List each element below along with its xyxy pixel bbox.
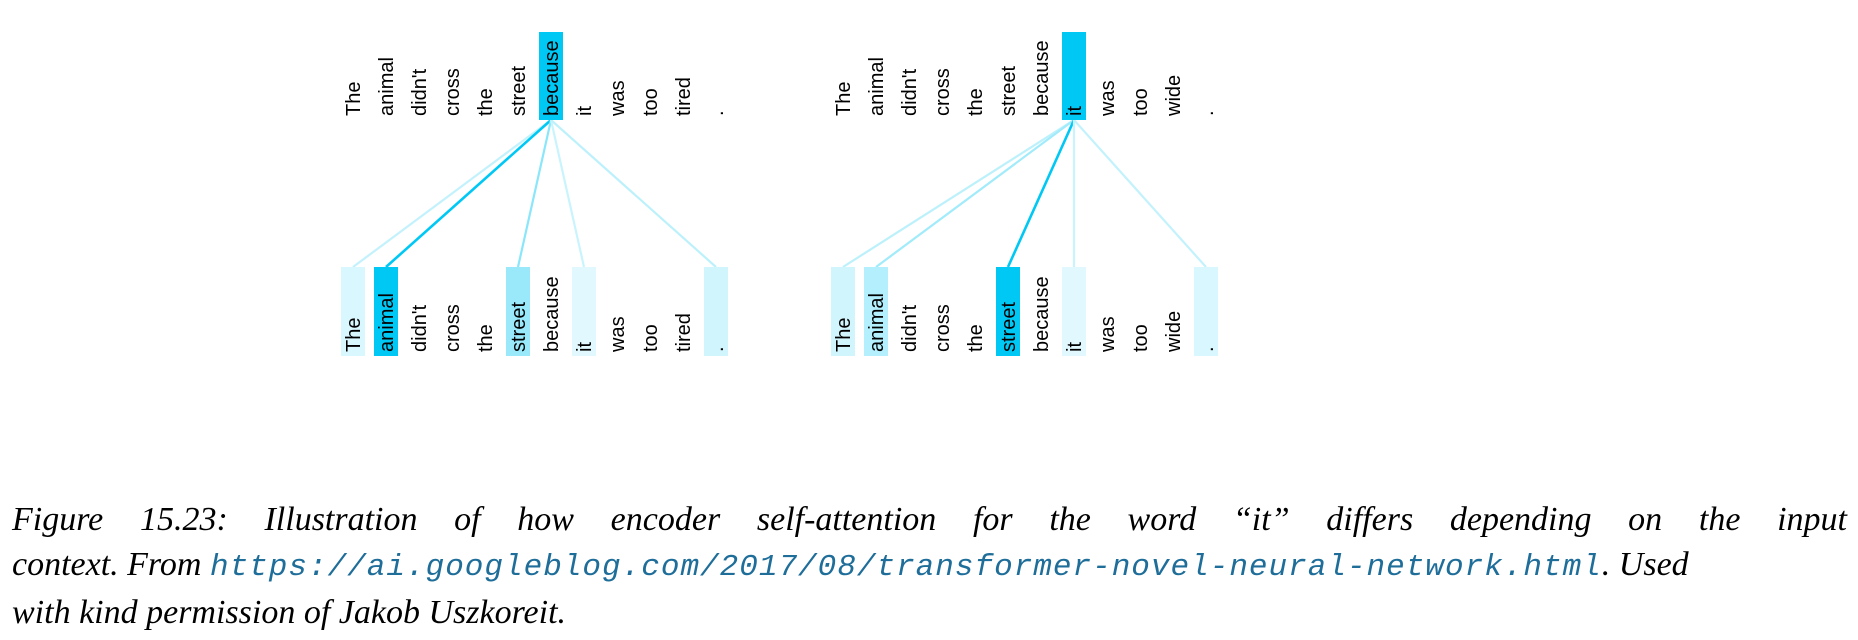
key-token-highlight bbox=[341, 267, 365, 356]
top-token: The bbox=[343, 82, 365, 116]
top-token: because bbox=[1031, 40, 1053, 116]
bottom-token: street bbox=[508, 302, 530, 352]
query-token-highlight bbox=[539, 32, 563, 120]
key-token-highlight bbox=[572, 267, 596, 356]
top-token: wide bbox=[1163, 75, 1185, 117]
top-token: street bbox=[998, 66, 1020, 116]
attention-panel-1: The animal didn't cross the street because it wa… bbox=[341, 32, 728, 356]
key-token-highlight bbox=[704, 267, 728, 356]
bottom-token: was bbox=[607, 316, 629, 353]
key-token-highlight bbox=[831, 267, 855, 356]
bottom-token: the bbox=[475, 324, 497, 352]
bottom-token: because bbox=[1031, 276, 1053, 352]
key-token-highlight bbox=[1194, 267, 1218, 356]
bottom-token: street bbox=[998, 302, 1020, 352]
top-token: it bbox=[574, 106, 596, 116]
top-token: animal bbox=[376, 57, 398, 116]
top-token: street bbox=[508, 66, 530, 116]
bottom-token: The bbox=[833, 318, 855, 352]
top-token: . bbox=[706, 110, 728, 116]
caption-line-3: with kind permission of Jakob Uszkoreit. bbox=[12, 594, 567, 631]
caption-pre-url: context. From bbox=[12, 546, 210, 583]
top-token: because bbox=[541, 40, 563, 116]
attention-line bbox=[516, 119, 553, 268]
top-token: it bbox=[1064, 106, 1086, 116]
top-token: cross bbox=[442, 68, 464, 116]
bottom-token: wide bbox=[1163, 311, 1185, 353]
caption-line-2: context. From https://ai.googleblog.com/… bbox=[12, 542, 1847, 590]
bottom-token: animal bbox=[866, 293, 888, 352]
caption-line-1: Figure 15.23: Illustration of how encode… bbox=[12, 501, 1847, 538]
top-token: animal bbox=[866, 57, 888, 116]
attention-line bbox=[1073, 119, 1207, 268]
top-token: the bbox=[965, 88, 987, 116]
bottom-token: too bbox=[640, 324, 662, 352]
source-link[interactable]: https://ai.googleblog.com/2017/08/transf… bbox=[209, 550, 1602, 585]
bottom-token: tired bbox=[673, 313, 695, 352]
bottom-token: the bbox=[965, 324, 987, 352]
top-token: was bbox=[607, 80, 629, 117]
key-token-highlight bbox=[506, 267, 530, 356]
bottom-token: cross bbox=[442, 304, 464, 352]
attention-panel-2: The animal didn't cross the street because it wa… bbox=[831, 32, 1218, 356]
attention-line bbox=[550, 119, 717, 268]
attention-line bbox=[1006, 119, 1076, 268]
bottom-token: was bbox=[1097, 316, 1119, 353]
top-token: cross bbox=[932, 68, 954, 116]
bottom-token: cross bbox=[932, 304, 954, 352]
top-token: too bbox=[640, 88, 662, 116]
attention-figure: The animal didn't cross the street because it wa… bbox=[341, 32, 1218, 356]
top-token: didn't bbox=[899, 68, 921, 116]
bottom-token: The bbox=[343, 318, 365, 352]
key-token-highlight bbox=[1062, 267, 1086, 356]
bottom-token: . bbox=[1196, 346, 1218, 352]
top-token: The bbox=[833, 82, 855, 116]
key-token-highlight bbox=[864, 267, 888, 356]
top-token: . bbox=[1196, 110, 1218, 116]
bottom-token: it bbox=[574, 342, 596, 352]
bottom-token: didn't bbox=[899, 304, 921, 352]
attention-line bbox=[385, 119, 552, 268]
top-token: didn't bbox=[409, 68, 431, 116]
bottom-token: didn't bbox=[409, 304, 431, 352]
key-token-highlight bbox=[374, 267, 398, 356]
attention-line bbox=[875, 119, 1075, 268]
attention-line bbox=[549, 119, 586, 268]
caption-post-url: . Used bbox=[1601, 546, 1689, 583]
bottom-token: because bbox=[541, 276, 563, 352]
top-token: too bbox=[1130, 88, 1152, 116]
attention-line bbox=[842, 119, 1075, 268]
bottom-token: . bbox=[706, 346, 728, 352]
attention-line bbox=[352, 119, 552, 268]
bottom-token: too bbox=[1130, 324, 1152, 352]
top-token: tired bbox=[673, 77, 695, 116]
top-token: the bbox=[475, 88, 497, 116]
top-token: was bbox=[1097, 80, 1119, 117]
query-token-highlight bbox=[1062, 32, 1086, 120]
key-token-highlight bbox=[996, 267, 1020, 356]
bottom-token: it bbox=[1064, 342, 1086, 352]
figure-caption: Figure 15.23: Illustration of how encode… bbox=[12, 497, 1847, 635]
bottom-token: animal bbox=[376, 293, 398, 352]
